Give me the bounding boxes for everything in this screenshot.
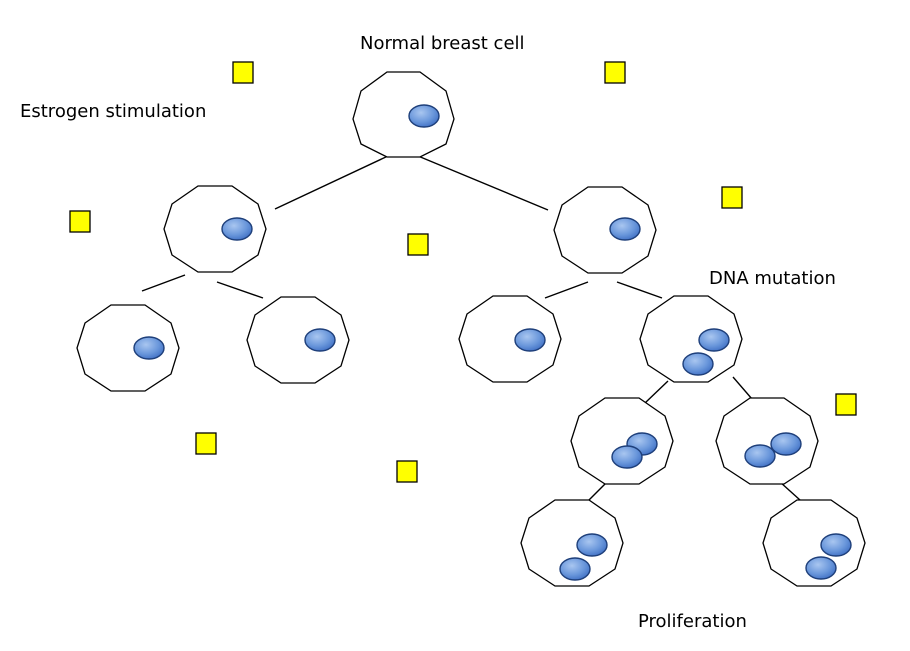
nucleus-oval-icon <box>805 556 837 580</box>
edge-prolif-left <box>587 481 608 502</box>
nucleus-oval-icon <box>514 328 546 352</box>
nucleus-oval-icon <box>304 328 336 352</box>
cell-prolif-3 <box>520 499 624 587</box>
cell-octagon-icon <box>639 295 743 383</box>
edge-left-a <box>141 274 186 292</box>
edge-mut-left <box>644 380 669 404</box>
nucleus-oval-icon <box>770 432 802 456</box>
cell-octagon-icon <box>520 499 624 587</box>
cell-gen1-right <box>553 186 657 274</box>
cell-octagon-icon <box>76 304 180 392</box>
edge-root-left <box>274 155 389 210</box>
nucleus-oval-icon <box>221 217 253 241</box>
cell-prolif-4 <box>762 499 866 587</box>
cell-mutated <box>639 295 743 383</box>
edge-prolif-right <box>779 481 801 501</box>
cell-gen2-c <box>458 295 562 383</box>
cell-octagon-icon <box>553 186 657 274</box>
edge-mut-right <box>732 376 753 400</box>
estrogen-square-icon <box>195 432 217 455</box>
cell-prolif-2 <box>715 397 819 485</box>
cell-octagon-icon <box>715 397 819 485</box>
cell-prolif-1 <box>570 397 674 485</box>
label-normal-cell: Normal breast cell <box>360 33 525 54</box>
estrogen-square-icon <box>604 61 626 84</box>
nucleus-oval-icon <box>133 336 165 360</box>
label-estrogen-stimulation: Estrogen stimulation <box>20 101 206 122</box>
cell-gen2-b <box>246 296 350 384</box>
cell-octagon-icon <box>570 397 674 485</box>
label-dna-mutation: DNA mutation <box>709 268 836 289</box>
nucleus-oval-icon <box>611 445 643 469</box>
nucleus-oval-icon <box>698 328 730 352</box>
nucleus-oval-icon <box>682 352 714 376</box>
edge-right-b <box>616 281 663 299</box>
cell-normal <box>352 71 455 158</box>
cell-octagon-icon <box>246 296 350 384</box>
estrogen-square-icon <box>69 210 91 233</box>
edge-right-a <box>544 281 589 299</box>
nucleus-oval-icon <box>559 557 591 581</box>
cell-gen1-left <box>163 185 267 273</box>
nucleus-oval-icon <box>408 104 440 128</box>
cell-octagon-icon <box>458 295 562 383</box>
estrogen-square-icon <box>407 233 429 256</box>
cell-gen2-a <box>76 304 180 392</box>
cell-octagon-icon <box>762 499 866 587</box>
edge-root-right <box>417 155 549 211</box>
estrogen-molecules <box>69 61 857 483</box>
cell-octagon-icon <box>352 71 455 158</box>
nucleus-oval-icon <box>576 533 608 557</box>
estrogen-square-icon <box>232 61 254 84</box>
nucleus-oval-icon <box>820 533 852 557</box>
estrogen-square-icon <box>835 393 857 416</box>
estrogen-square-icon <box>721 186 743 209</box>
nucleus-oval-icon <box>609 217 641 241</box>
label-proliferation: Proliferation <box>638 611 747 632</box>
cell-octagon-icon <box>163 185 267 273</box>
nucleus-oval-icon <box>744 444 776 468</box>
lineage-connectors <box>141 155 801 502</box>
estrogen-square-icon <box>396 460 418 483</box>
edge-left-b <box>216 281 264 299</box>
